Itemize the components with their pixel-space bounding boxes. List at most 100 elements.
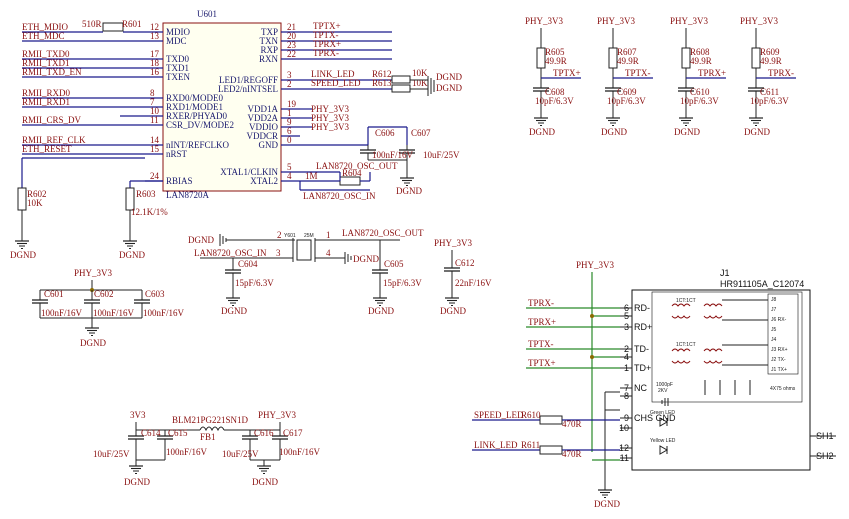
u601-pin-name: MDIO [166,27,190,37]
u601-body [162,22,282,192]
y601-value: 25M [304,233,314,239]
c604-gnd: DGND [221,306,247,316]
c605-value: 15pF/6.3V [383,278,422,288]
j1-pin-label: TD- [634,344,649,354]
j1-inner-label: J4 [771,337,777,343]
y601-osc-out-label: LAN8720_OSC_OUT [342,228,424,238]
rnet-label: 4X75 ohms [770,386,796,392]
term-r-ref: R605 [545,47,565,57]
u601-pin-num: 8 [150,88,155,98]
c601-ref: C601 [44,289,64,299]
u601-net-vddio: PHY_3V3 [311,122,350,132]
u601-net-vdd2a: PHY_3V3 [311,113,350,123]
led-yellow: Yellow LED [650,438,676,444]
c615-value: 100nF/16V [166,447,208,457]
c612-net: PHY_3V3 [434,238,473,248]
u601-pin-num: 20 [287,31,297,41]
u601-net-osc-in: LAN8720_OSC_IN [303,191,376,201]
c602-value: 100nF/16V [93,308,135,318]
j1-net-rxp: TPRX+ [528,317,556,327]
u601-net-rxn: TPRX- [313,48,339,58]
term-r-value: 49.9R [617,56,639,66]
j1-ref: J1 [720,268,730,278]
u601-pin-num: 16 [150,67,160,77]
j1-input-nets: PHY_3V3 TPRX- TPRX+ TPTX- TPTX+ DGND SPE… [472,260,620,509]
y601-ref: Y601 [284,233,296,239]
term-c-value: 10pF/6.3V [607,96,646,106]
j1-net-txp: TPTX+ [528,358,556,368]
r613-value: 10K [412,78,428,88]
j1-pin-num: 6 [624,303,629,313]
term-phy-label: PHY_3V3 [597,16,636,26]
u601-pin-num: 6 [287,126,292,136]
y601-gnd2: DGND [353,254,379,264]
term-c-value: 10pF/6.3V [750,96,789,106]
r603-ref: R603 [136,189,156,199]
r602-gnd-label: DGND [10,250,36,260]
fb1-value: BLM21PG221SN1D [172,415,249,425]
c617-ref: C617 [283,428,303,438]
u601-pin-name: XTAL1/CLKIN [220,167,278,177]
c605-ref: C605 [384,259,404,269]
r603: R603 12.1K/1% DGND [119,180,168,260]
j1-pin-num: 9 [624,413,629,423]
r610-ref: R610 [521,410,541,420]
j1-inner-label: J6 RX- [771,317,787,323]
filter-3v3-label: 3V3 [130,410,146,420]
term-gnd: DGND [674,127,700,137]
u601-pin-name: nINT/REFCLKO [166,140,230,150]
j1-pin-num: 12 [619,443,629,453]
term-gnd: DGND [601,127,627,137]
u601-pin-name: TXEN [166,72,190,82]
left-net-label: RMII_TXD0 [22,49,70,59]
c617-value: 100nF/16V [279,447,321,457]
c604-value: 15pF/6.3V [235,278,274,288]
r601: 510R R601 [82,19,142,32]
left-net-label: ETH_MDC [22,31,65,41]
c603-ref: C603 [145,289,165,299]
term-phy-label: PHY_3V3 [670,16,709,26]
term-r-ref: R608 [690,47,710,57]
j1-pin-num: 10 [619,423,629,433]
y601-pin2: 2 [277,230,282,240]
power-filter: 3V3 PHY_3V3 BLM21PG221SN1D FB1 C614 C615… [93,410,321,487]
j1-pin-label: RD- [634,303,650,313]
j1-pin-num: 11 [620,453,629,463]
u601-right-nets: TPTX+ TPTX- TPRX+ TPRX- LINK_LED SPEED_L… [299,21,462,201]
c606-value: 100nF/16V [372,150,414,160]
c612-ref: C612 [455,258,475,268]
term-r-ref: R609 [760,47,780,57]
u601-pin-num: 9 [287,117,292,127]
left-net-label: RMII_RXD0 [22,88,71,98]
filter-phy-label: PHY_3V3 [258,410,297,420]
u601-pin-num: 24 [150,171,160,181]
y601-gnd-label: DGND [188,235,214,245]
u601-ref: U601 [197,9,217,19]
j1-inner-label: J8 [771,297,777,303]
left-net-label: RMII_RXD1 [22,97,70,107]
c602-ref: C602 [94,289,114,299]
u601-pin-name: TXD1 [166,63,189,73]
term-c-ref: C611 [760,87,779,97]
u601-pin-name: TXP [261,27,278,37]
j1-inner-label: J3 RX+ [771,347,788,353]
u601-pin-num: 15 [150,144,160,154]
j1-pin-num: 3 [624,322,629,332]
j1-pin-num: 1 [624,363,629,373]
c605-gnd: DGND [368,306,394,316]
r610-net: SPEED_LED [474,410,524,420]
y601-pin1: 1 [326,230,331,240]
term-c-ref: C608 [545,87,565,97]
u601-pin-name: RXD0/MODE0 [166,93,224,103]
u601-net-speed-led: SPEED_LED [311,78,361,88]
j1-pin-label: NC [634,383,647,393]
j1-gnd: DGND [594,499,620,509]
xfmr2-label: 1CT:1CT [676,342,696,348]
term-c-ref: C609 [617,87,637,97]
j1-body [631,289,811,471]
c601-value: 100nF/16V [41,308,83,318]
u601-pin-name: RXER/PHYAD0 [166,111,228,121]
fb1-ref: FB1 [200,432,216,442]
u601-pin-name: VDDIO [249,122,278,132]
